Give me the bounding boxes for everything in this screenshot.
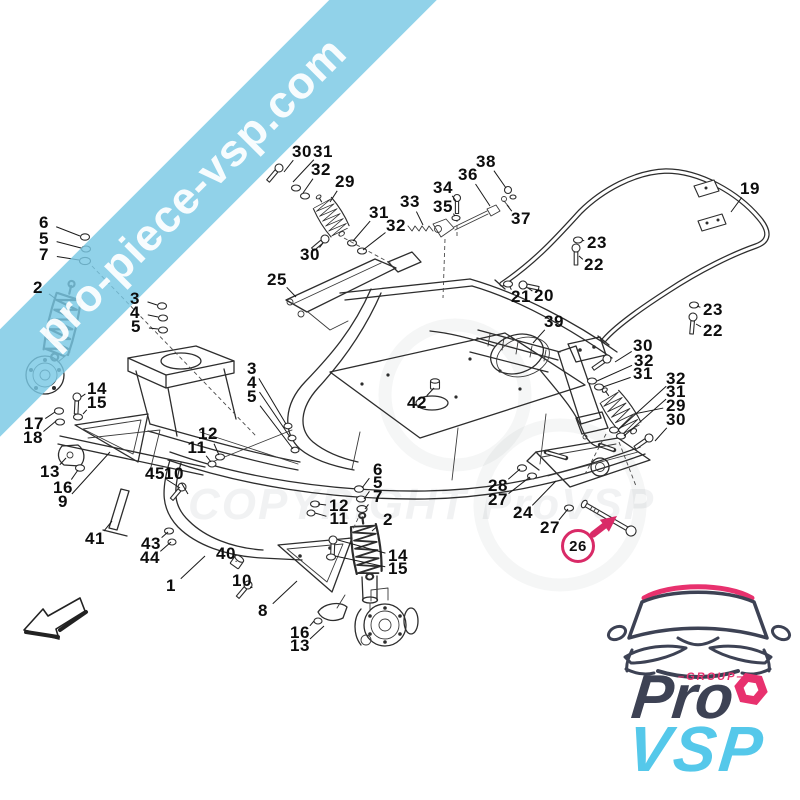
hex-nut-icon (734, 673, 768, 705)
provsp-logo: –GROUP– Pro VSP (598, 578, 800, 800)
lever-mechanism (407, 185, 517, 299)
copyright-watermark: COPYRIGHT ProVSP (188, 480, 656, 529)
rear-lower-arm (526, 437, 651, 488)
front-shock-absorber (39, 276, 87, 365)
highlighted-bolt (580, 499, 637, 537)
triangle-bracket (277, 537, 353, 593)
center-shock-absorber (346, 510, 386, 583)
direction-arrow-icon (23, 597, 88, 640)
logo-vsp-text: VSP (624, 713, 769, 785)
wheel-hub-left (25, 351, 71, 395)
rear-hoop-tube (494, 168, 770, 346)
ball-joint (313, 594, 348, 625)
wheel-hub-bottom (354, 587, 419, 647)
support-stand (102, 488, 130, 537)
upper-shock-absorber (307, 188, 354, 243)
car-outline-icon (606, 584, 792, 705)
logo-group-label: –GROUP– (678, 671, 745, 683)
